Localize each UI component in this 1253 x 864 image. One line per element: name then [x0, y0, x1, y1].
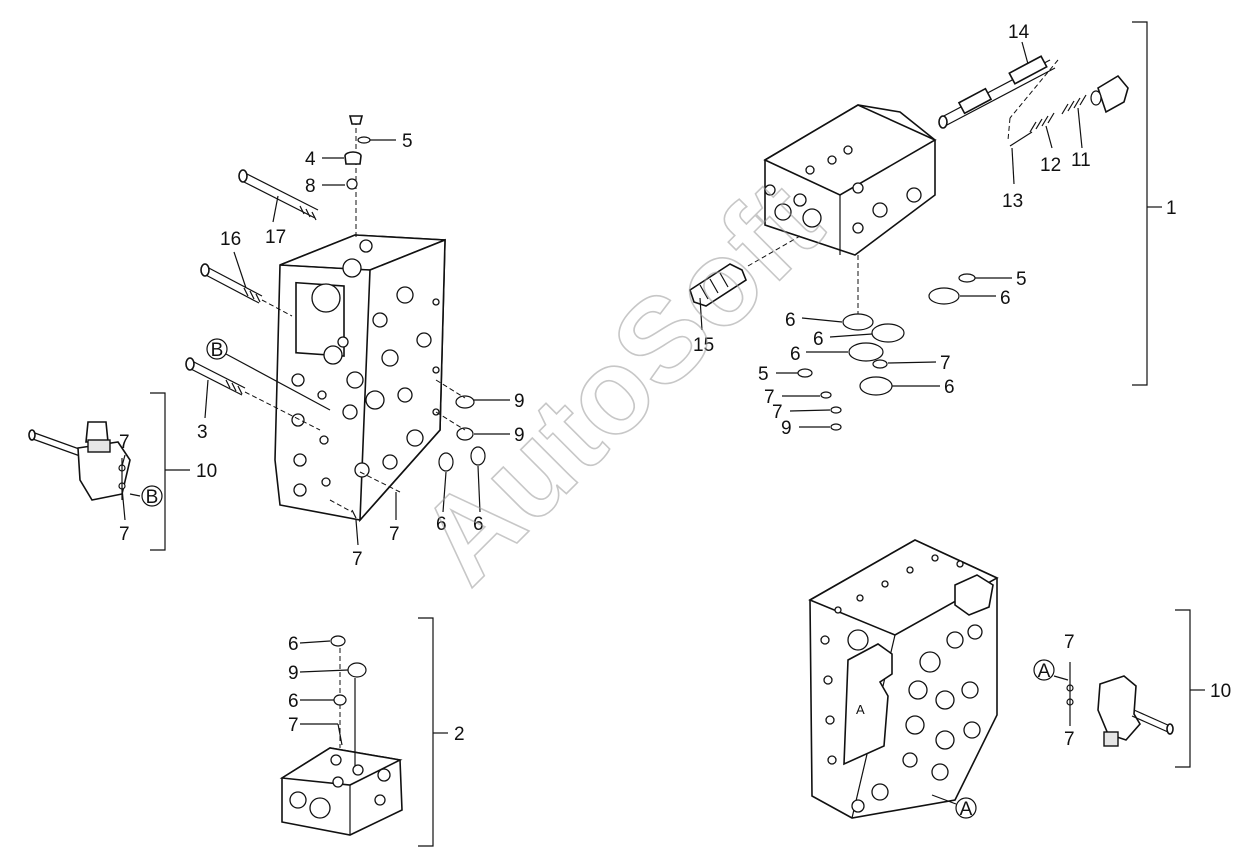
callout-6: 6: [944, 377, 955, 398]
callout-6: 6: [288, 691, 299, 712]
marker-b-top: B: [206, 338, 331, 411]
callout-4: 4: [305, 149, 316, 170]
side-relief-valve-right: [1053, 662, 1174, 747]
callout-17: 17: [265, 227, 286, 248]
plug-stack: [344, 115, 371, 240]
callout-7: 7: [1064, 729, 1075, 750]
callout-8: 8: [305, 176, 316, 197]
end-cover: [279, 635, 403, 836]
side-relief-valve-left: [28, 421, 141, 501]
marker-a-block: A: [931, 794, 977, 820]
bracket-10-right: [1175, 609, 1205, 768]
section-valve-upper: [763, 104, 937, 256]
bracket-10-left: [150, 392, 190, 551]
callout-13: 13: [1002, 191, 1023, 212]
callout-7: 7: [352, 549, 363, 570]
callout-6: 6: [1000, 288, 1011, 309]
callout-7: 7: [940, 353, 951, 374]
callouts: 5 4 8 17 16 3 9 9 6 6 7 7 7 7 10 14 13 1…: [119, 22, 1231, 750]
watermark: AutoSoft: [394, 155, 847, 608]
spool-15: [689, 235, 801, 307]
callout-1: 1: [1166, 198, 1177, 219]
marker-b-side: B: [141, 485, 163, 508]
callout-14: 14: [1008, 22, 1030, 43]
callout-9: 9: [288, 663, 299, 684]
marker-a-side-label: A: [1038, 661, 1051, 682]
callout-7: 7: [119, 524, 130, 545]
bracket-1: [1132, 21, 1162, 386]
callout-7: 7: [288, 715, 299, 736]
bolt-16: [200, 263, 293, 317]
callout-9: 9: [781, 418, 792, 439]
callout-15: 15: [693, 335, 714, 356]
marker-b-top-label: B: [211, 340, 224, 361]
marker-b-side-label: B: [146, 487, 159, 508]
callout-5: 5: [402, 131, 413, 152]
casting-mark: A: [856, 702, 865, 717]
callout-3: 3: [197, 422, 208, 443]
callout-7: 7: [389, 524, 400, 545]
callout-6: 6: [288, 634, 299, 655]
cap-plug-upper: [1090, 74, 1129, 114]
spring-11: [1061, 94, 1087, 115]
callout-6: 6: [790, 344, 801, 365]
callout-2: 2: [454, 724, 465, 745]
callout-9: 9: [514, 391, 525, 412]
callout-5: 5: [758, 364, 769, 385]
callout-11: 11: [1071, 150, 1091, 171]
seals-main-block: [329, 379, 486, 519]
callout-12: 12: [1040, 155, 1061, 176]
callout-10: 10: [1210, 681, 1231, 702]
leader-lines: [121, 41, 1083, 725]
bracket-2: [418, 617, 448, 847]
callout-6: 6: [785, 310, 796, 331]
callout-10: 10: [196, 461, 217, 482]
callout-7: 7: [119, 432, 130, 453]
callout-16: 16: [220, 229, 241, 250]
marker-a-block-label: A: [960, 799, 973, 820]
callout-7: 7: [764, 387, 775, 408]
callout-6: 6: [813, 329, 824, 350]
callout-9: 9: [514, 425, 525, 446]
main-valve-block: [274, 234, 446, 523]
marker-a-side: A: [1033, 659, 1055, 682]
callout-7: 7: [1064, 632, 1075, 653]
lower-valve-block: A: [808, 539, 999, 819]
callout-6: 6: [473, 514, 484, 535]
callout-7: 7: [772, 402, 783, 423]
spring-12: [1009, 112, 1055, 147]
callout-6: 6: [436, 514, 447, 535]
callout-5: 5: [1016, 269, 1027, 290]
seals-upper-right: [797, 255, 976, 431]
spool-14: [938, 55, 1059, 141]
bolt-3: [185, 357, 321, 431]
